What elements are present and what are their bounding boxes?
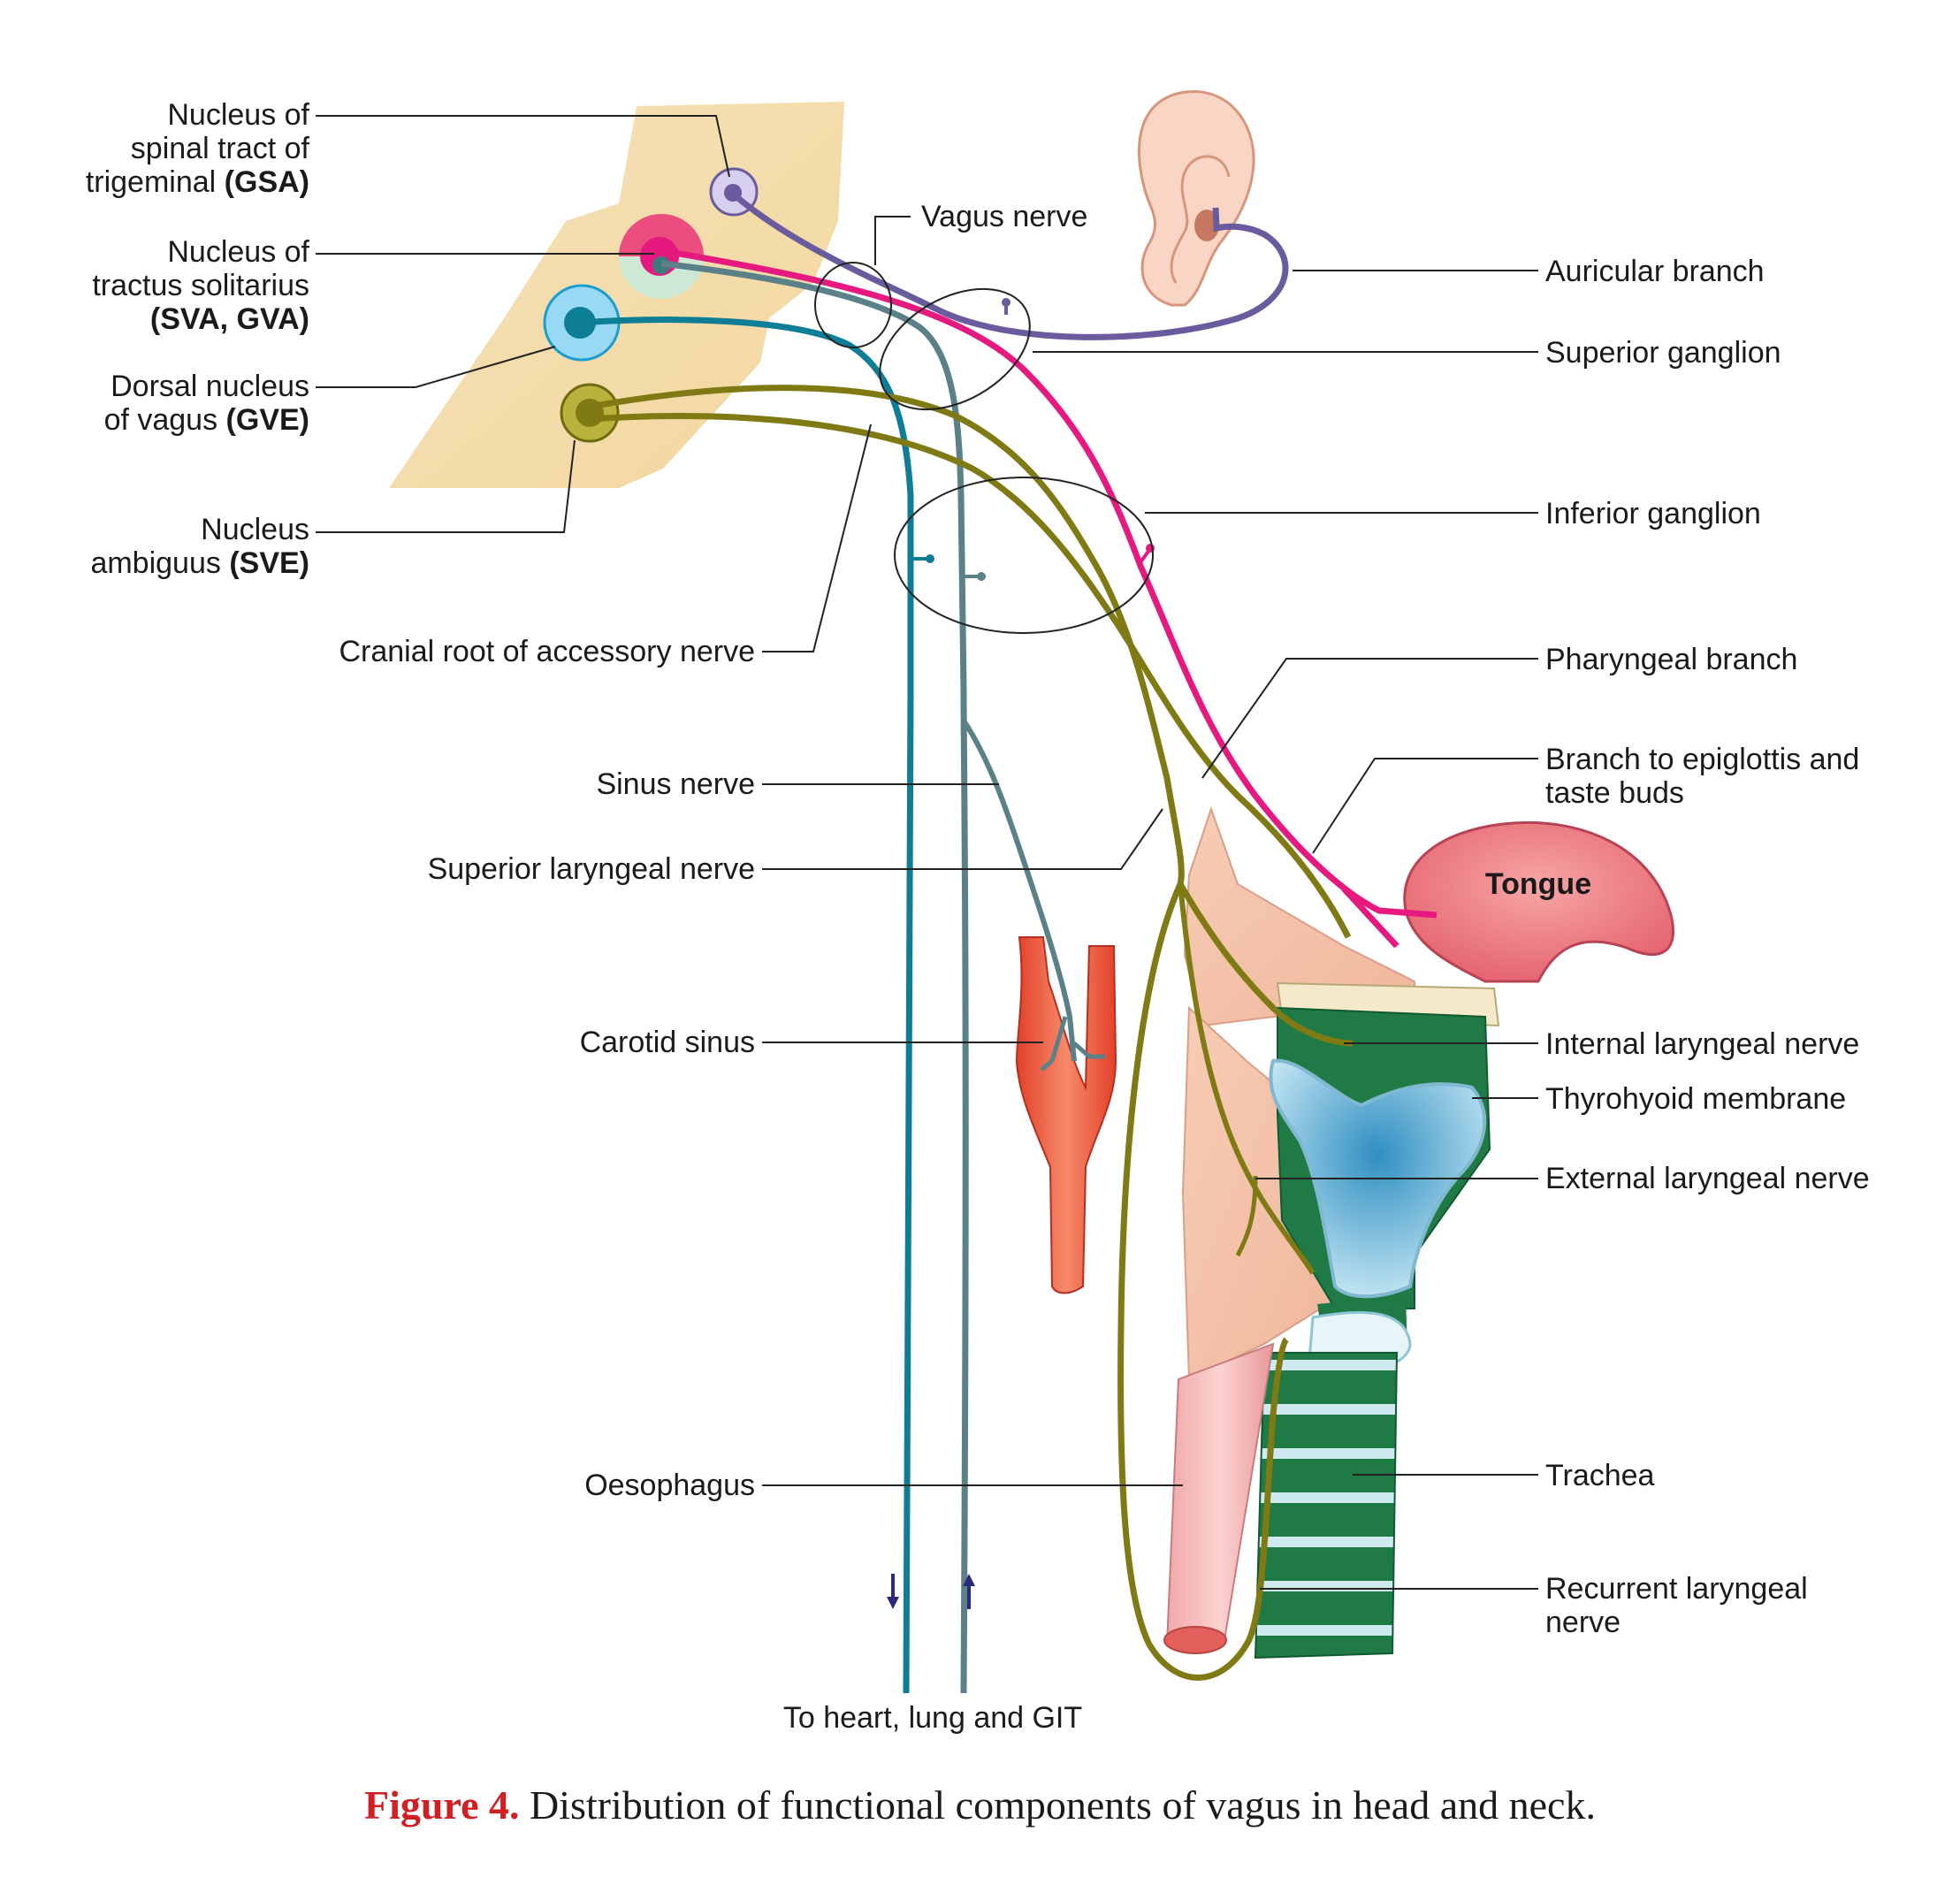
leader-cranial-root (762, 423, 872, 652)
leader-pharyngeal (1201, 658, 1538, 779)
gva-nerve (660, 260, 969, 1694)
ear-inner (1170, 155, 1231, 284)
brainstem (389, 102, 844, 488)
sva-branch-epiglottis (1341, 886, 1399, 949)
label-thyrohyoid: Thyrohyoid membrane (1545, 1082, 1846, 1116)
gsa-nerve (731, 192, 1289, 340)
label-oesophagus: Oesophagus (584, 1469, 755, 1502)
label-trachea: Trachea (1545, 1459, 1655, 1492)
inferior-ganglion-ring (894, 477, 1154, 634)
sinus-nerve (961, 719, 1077, 1062)
label-cranial-root: Cranial root of accessory nerve (339, 635, 755, 668)
label-nucleus-spinal-1: Nucleus of (167, 98, 309, 132)
label-inferior-ganglion: Inferior ganglion (1545, 497, 1761, 530)
label-branch-epiglottis-1: Branch to epiglottis and (1545, 743, 1859, 776)
inferior-ganglion-sva (1139, 548, 1151, 564)
sve-nerve-lower (589, 413, 1352, 939)
sva-nerve (659, 247, 1438, 919)
label-sinus-nerve: Sinus nerve (596, 767, 755, 801)
oesophagus-end (1163, 1626, 1227, 1654)
trachea (1254, 1352, 1399, 1660)
label-nucleus-tractus-abbr: (SVA, GVA) (150, 302, 309, 336)
leader-vagus-nerve (874, 216, 911, 265)
label-recurrent-laryngeal-1: Recurrent laryngeal (1545, 1572, 1808, 1606)
superior-ganglion-cell (1002, 298, 1011, 307)
leader-dorsal-nucleus (316, 346, 556, 388)
label-vagus-nerve: Vagus nerve (921, 200, 1087, 233)
leader-superior-laryngeal (762, 808, 1163, 870)
leader-epiglottis (1312, 758, 1538, 854)
label-pharyngeal-branch: Pharyngeal branch (1545, 643, 1797, 676)
label-nucleus-tractus-1: Nucleus of (167, 235, 309, 269)
inferior-ganglion-gva-cell (977, 572, 986, 581)
leader-nucleus-spinal (316, 115, 730, 178)
label-nucleus-ambiguus-1: Nucleus (201, 513, 309, 546)
figure-caption-text: Distribution of functional components of… (519, 1782, 1596, 1828)
label-recurrent-laryngeal-2: nerve (1545, 1606, 1621, 1639)
label-nucleus-tractus-2: tractus solitarius (92, 269, 309, 302)
ear (1138, 90, 1255, 307)
label-nucleus-ambiguus-2: ambiguus (SVE) (90, 546, 309, 580)
label-to-heart: To heart, lung and GIT (783, 1701, 1082, 1735)
afferent-arrow (963, 1574, 975, 1609)
carotid-artery (1015, 936, 1117, 1294)
label-superior-laryngeal: Superior laryngeal nerve (428, 852, 755, 886)
gve-nerve (579, 317, 914, 1694)
label-nucleus-spinal-2: spinal tract of (131, 132, 310, 165)
label-branch-epiglottis-2: taste buds (1545, 776, 1684, 810)
efferent-arrow (887, 1574, 899, 1609)
label-nucleus-spinal-3: trigeminal (GSA) (86, 165, 309, 199)
leader-nucleus-ambiguus (316, 439, 576, 533)
sinus-nerve-endings (1040, 1016, 1105, 1072)
sve-internal-laryngeal (1177, 882, 1354, 1047)
superior-ganglion-ring (879, 287, 1031, 411)
label-superior-ganglion: Superior ganglion (1545, 336, 1781, 370)
figure-caption-label: Figure 4. (364, 1782, 520, 1828)
label-external-laryngeal: External laryngeal nerve (1545, 1162, 1870, 1195)
figure-caption: Figure 4. Distribution of functional com… (0, 1782, 1960, 1828)
label-dorsal-nucleus-1: Dorsal nucleus (111, 370, 309, 403)
nucleus-tractus-solitarius-upper (619, 214, 704, 256)
vagus-nerve-ring (814, 262, 892, 348)
label-dorsal-nucleus-2: of vagus (GVE) (104, 403, 309, 437)
label-carotid-sinus: Carotid sinus (580, 1026, 755, 1059)
sve-external-laryngeal (1178, 883, 1316, 1275)
tongue (1403, 820, 1675, 983)
sve-recurrent-laryngeal (1117, 882, 1289, 1681)
label-auricular-branch: Auricular branch (1545, 255, 1765, 288)
sve-nerve-upper (589, 385, 1185, 885)
label-tongue: Tongue (1485, 867, 1591, 901)
sve-external-branch (1235, 1175, 1258, 1257)
label-internal-laryngeal: Internal laryngeal nerve (1545, 1027, 1859, 1061)
inferior-ganglion-gve-cell (926, 554, 934, 563)
